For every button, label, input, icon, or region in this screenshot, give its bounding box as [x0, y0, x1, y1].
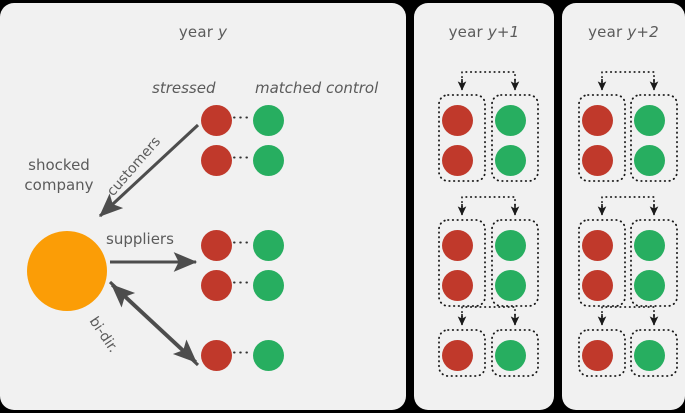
panel-title-variable: y+1: [487, 23, 520, 41]
matched-control-node: [253, 340, 284, 371]
stressed-node: [582, 340, 613, 371]
stressed-node: [442, 145, 473, 176]
edge-label-bidir: bi-dir.: [85, 314, 122, 356]
matched-control-node: [634, 230, 665, 261]
matched-control-node: [495, 230, 526, 261]
shocked-company-label-line2: company: [24, 176, 94, 194]
stressed-node: [201, 145, 232, 176]
matched-control-node: [253, 230, 284, 261]
matched-control-node: [495, 105, 526, 136]
matched-control-node: [495, 270, 526, 301]
matched-control-node: [634, 105, 665, 136]
panel-title-prefix: year: [178, 23, 219, 41]
stressed-node: [442, 105, 473, 136]
stressed-node: [442, 230, 473, 261]
shocked-company-label-line1: shocked: [28, 156, 90, 174]
panel-title-year-y2: year y+2: [562, 23, 685, 41]
shocked-company-label: shocked company: [10, 155, 108, 195]
stressed-node: [582, 270, 613, 301]
matched-control-node: [634, 270, 665, 301]
panel-title-variable: y: [218, 23, 228, 41]
panel-title-year-y1: year y+1: [414, 23, 554, 41]
column-label-matched-control: matched control: [255, 79, 379, 97]
stressed-node: [442, 340, 473, 371]
stressed-node: [201, 105, 232, 136]
panel-title-year-y: year y: [0, 23, 406, 41]
stressed-node: [582, 230, 613, 261]
matched-control-node: [634, 145, 665, 176]
matched-control-node: [253, 270, 284, 301]
matched-control-node: [495, 340, 526, 371]
stressed-node: [582, 105, 613, 136]
stressed-node: [201, 270, 232, 301]
matched-control-node: [634, 340, 665, 371]
panel-title-variable: y+2: [627, 23, 659, 41]
panel-year-y1: year y+1: [414, 3, 554, 410]
edge-label-customers: customers: [104, 133, 165, 200]
column-label-stressed: stressed: [152, 79, 216, 97]
stressed-node: [582, 145, 613, 176]
panel-year-y2: year y+2: [562, 3, 685, 410]
panel-year-y: year y stressed matched control shocked …: [0, 3, 406, 410]
shocked-company-node: [27, 231, 107, 311]
matched-control-node: [253, 145, 284, 176]
matched-control-node: [253, 105, 284, 136]
panel-title-prefix: year: [448, 23, 488, 41]
edge-label-suppliers: suppliers: [106, 230, 174, 248]
stressed-node: [201, 340, 232, 371]
matched-control-node: [495, 145, 526, 176]
stressed-node: [201, 230, 232, 261]
stressed-node: [442, 270, 473, 301]
panel-title-prefix: year: [588, 23, 628, 41]
